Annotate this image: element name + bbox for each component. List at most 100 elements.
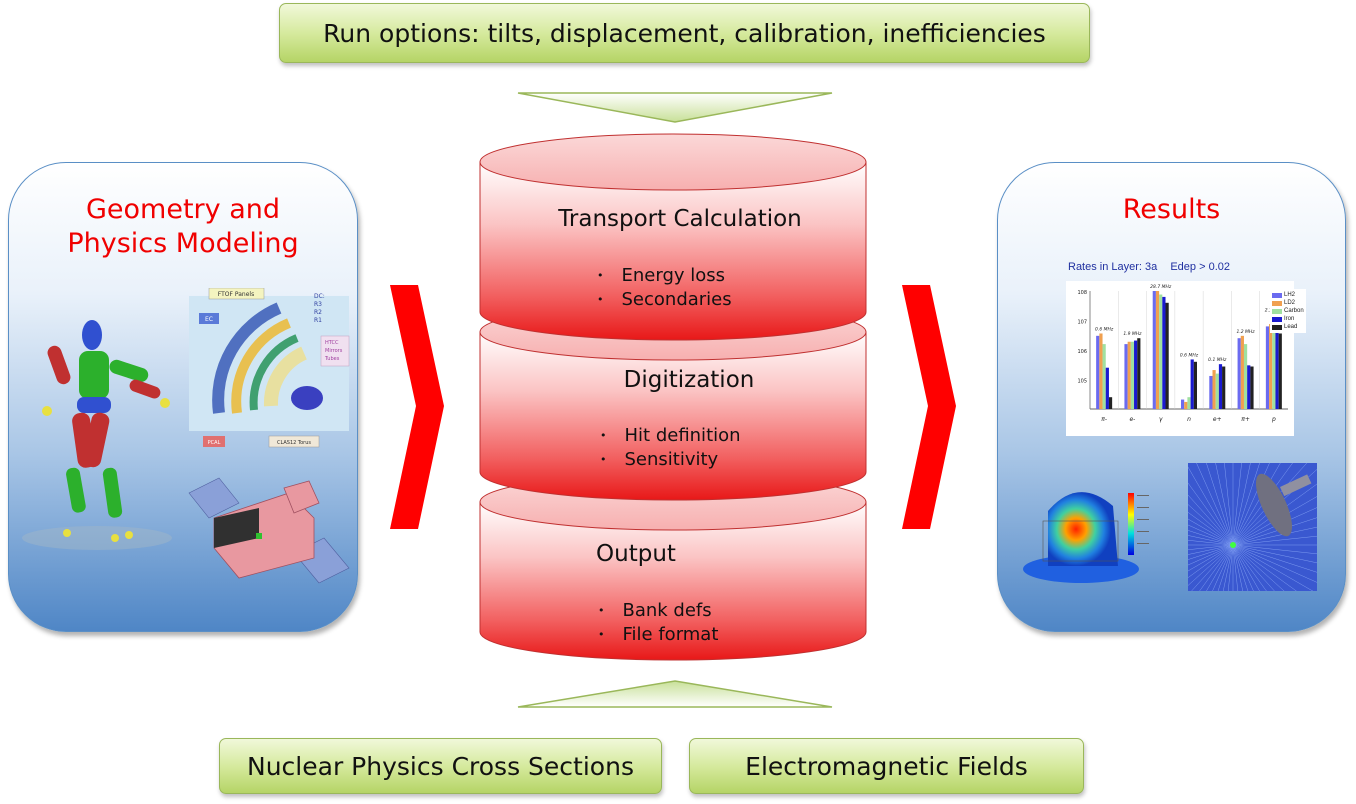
legend-item-carbon: Carbon	[1272, 307, 1304, 315]
field-heatmap-image	[1023, 492, 1149, 583]
bar-lh2-2	[1152, 291, 1156, 409]
bar-ld2-2	[1155, 291, 1160, 409]
digitization-bullets: Hit definition Sensitivity	[600, 425, 741, 473]
bar-lh2-3	[1181, 399, 1185, 409]
run-options-label: Run options: tilts, displacement, calibr…	[323, 18, 1046, 48]
data-annotation: 1.2 MHz	[1236, 329, 1255, 335]
x-tick-label: e-	[1129, 416, 1135, 423]
chart-title-text: Rates in Layer: 3a	[1068, 261, 1158, 273]
bar-lh2-6	[1265, 326, 1270, 409]
x-tick-label: p	[1271, 416, 1276, 423]
bar-lh2-1	[1124, 344, 1128, 409]
cross-sections-box: Nuclear Physics Cross Sections	[219, 738, 662, 794]
bar-lh2-0	[1096, 335, 1100, 409]
bar-lead-0	[1108, 397, 1113, 409]
bar-iron-5	[1247, 365, 1251, 409]
bullet-hit-definition: Hit definition	[600, 425, 741, 449]
bar-ld2-4	[1212, 370, 1216, 409]
stage-title-digitization: Digitization	[623, 367, 755, 393]
run-options-box: Run options: tilts, displacement, calibr…	[279, 3, 1090, 63]
bar-lead-5	[1250, 366, 1254, 409]
bar-lead-2	[1165, 302, 1169, 409]
pipeline-cylinders	[479, 133, 867, 661]
particle-tracks-image	[1188, 463, 1317, 591]
em-fields-label: Electromagnetic Fields	[745, 751, 1028, 781]
data-annotation: 0.1 MHz	[1208, 357, 1227, 363]
legend-item-iron: Iron	[1272, 315, 1304, 323]
bar-iron-0	[1105, 367, 1109, 409]
transport-bullets: Energy loss Secondaries	[597, 265, 732, 313]
x-tick-label: π+	[1241, 416, 1250, 423]
chart-legend: LH2 LD2 Carbon Iron Lead	[1270, 289, 1306, 333]
bar-iron-3	[1190, 359, 1194, 409]
up-arrow	[517, 680, 833, 708]
bar-carbon-0	[1102, 344, 1106, 409]
x-tick-label: e+	[1213, 416, 1222, 423]
label-r2: R2	[314, 309, 322, 316]
geometry-panel: Geometry and Physics Modeling FTOF Panel…	[8, 162, 358, 632]
bar-lead-6	[1278, 333, 1282, 409]
bar-carbon-4	[1215, 373, 1219, 409]
bar-carbon-1	[1130, 341, 1135, 409]
transport-cylinder	[479, 133, 867, 341]
y-tick-label: 107	[1077, 320, 1087, 326]
bar-ld2-5	[1240, 335, 1244, 409]
bar-lead-1	[1137, 338, 1141, 409]
label-htcc: HTCC	[325, 340, 339, 346]
y-tick-label: 108	[1077, 290, 1087, 296]
label-r3: R3	[314, 301, 322, 308]
y-tick-label: 105	[1077, 379, 1087, 385]
label-mirrors: Mirrors	[325, 348, 343, 354]
bar-carbon-5	[1243, 344, 1248, 409]
bar-iron-1	[1134, 340, 1138, 409]
stage-title-transport: Transport Calculation	[558, 206, 802, 232]
bullet-secondaries: Secondaries	[597, 289, 732, 313]
geometry-title-line1: Geometry and	[85, 194, 280, 225]
data-annotation: 1.9 MHz	[1123, 331, 1142, 337]
label-pcal: PCAL	[208, 440, 221, 446]
legend-item-lh2: LH2	[1272, 291, 1304, 299]
x-tick-label: π-	[1101, 416, 1107, 423]
x-tick-label: n	[1187, 416, 1191, 423]
bar-ld2-0	[1099, 333, 1103, 409]
stage-labels: Transport Calculation Energy loss Second…	[477, 132, 869, 664]
x-tick-label: γ	[1159, 416, 1163, 423]
bar-lh2-4	[1209, 375, 1213, 409]
chart-title: Rates in Layer: 3a Edep > 0.02	[1068, 261, 1230, 273]
detector-geometry-image: FTOF Panels EC DC: R3 R2 R1 HTCC Mirrors…	[189, 288, 350, 448]
results-title: Results	[1122, 194, 1221, 225]
bullet-file-format: File format	[598, 624, 719, 648]
label-ftof: FTOF Panels	[218, 291, 254, 298]
bar-lead-4	[1222, 366, 1226, 409]
label-torus: CLAS12 Torus	[277, 440, 311, 446]
geometry-title-line2: Physics Modeling	[67, 228, 299, 259]
cross-sections-label: Nuclear Physics Cross Sections	[247, 751, 634, 781]
bullet-bank-defs: Bank defs	[598, 600, 718, 624]
label-ec: EC	[205, 316, 213, 323]
legend-item-ld2: LD2	[1272, 299, 1304, 307]
bar-carbon-3	[1187, 397, 1191, 409]
down-arrow	[517, 92, 833, 123]
bar-ld2-3	[1184, 401, 1188, 409]
stage-title-output: Output	[596, 541, 676, 567]
bar-carbon-2	[1159, 294, 1163, 409]
y-tick-label: 106	[1077, 349, 1087, 355]
output-bullets: Bank defs File format	[598, 600, 719, 648]
bar-iron-6	[1275, 316, 1279, 409]
label-r1: R1	[314, 317, 322, 324]
bullet-energy-loss: Energy loss	[597, 265, 732, 289]
data-annotation: 28.7 MHz	[1150, 284, 1172, 290]
em-fields-box: Electromagnetic Fields	[689, 738, 1084, 794]
legend-item-lead: Lead	[1272, 323, 1304, 331]
chart-subtitle-text: Edep > 0.02	[1170, 261, 1230, 273]
bar-lead-3	[1193, 361, 1197, 409]
chevron-arrow-left	[390, 285, 444, 529]
label-tubes: Tubes	[324, 356, 340, 362]
bullet-sensitivity: Sensitivity	[600, 449, 741, 473]
bar-iron-2	[1162, 296, 1166, 409]
bar-iron-4	[1218, 364, 1223, 409]
results-panel: Results Rates in Layer: 3a Edep > 0.02 1…	[997, 162, 1346, 632]
label-dc: DC:	[314, 293, 325, 300]
bar-ld2-1	[1127, 341, 1131, 409]
